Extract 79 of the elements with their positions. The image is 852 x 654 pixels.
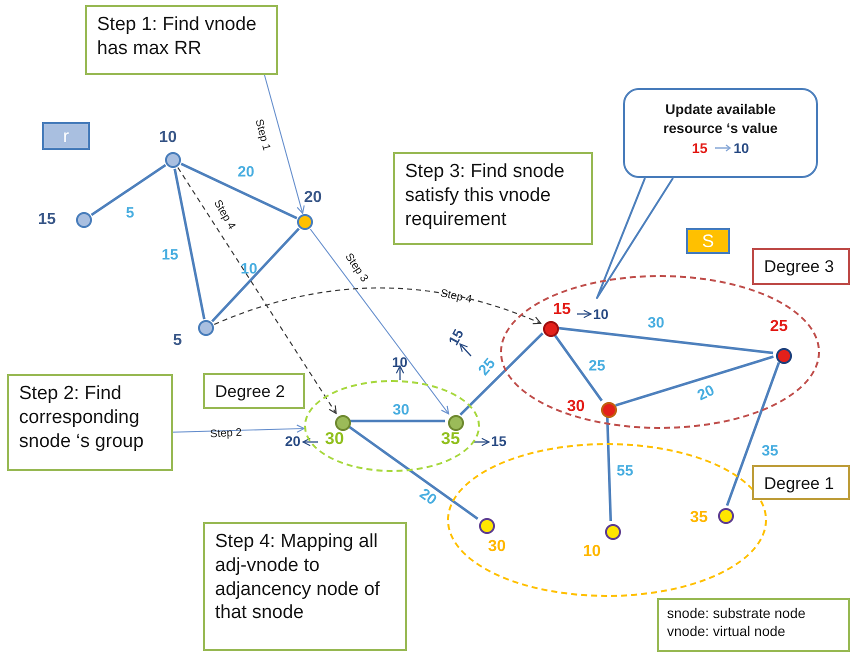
edge-label: 30 bbox=[392, 402, 410, 418]
value-label: 35 bbox=[690, 510, 708, 526]
value-label: 15 bbox=[491, 434, 507, 448]
connector-line bbox=[726, 362, 780, 506]
graph-node bbox=[543, 321, 559, 337]
group-ellipse bbox=[500, 275, 820, 429]
connector-line bbox=[558, 326, 774, 354]
edge-label: 5 bbox=[126, 206, 134, 220]
connector-line bbox=[348, 425, 478, 520]
edge-label: 10 bbox=[240, 262, 258, 276]
speech-bubble bbox=[623, 88, 818, 178]
group-ellipse bbox=[304, 380, 480, 472]
edge-label: 55 bbox=[616, 464, 634, 478]
graph-node bbox=[605, 524, 621, 540]
note-text: vnode: virtual node bbox=[667, 622, 786, 640]
graph-node bbox=[76, 212, 92, 228]
value-label: 30 bbox=[325, 430, 344, 447]
graph-node bbox=[776, 348, 792, 364]
graph-node bbox=[198, 320, 214, 336]
old-value: 15 bbox=[692, 140, 708, 156]
graph-node bbox=[165, 152, 181, 168]
connector-line bbox=[90, 164, 166, 216]
connector-line bbox=[459, 332, 544, 416]
value-label: 5 bbox=[173, 333, 182, 349]
edge-label: 20 bbox=[695, 382, 717, 404]
arrow bbox=[177, 167, 337, 414]
step-label: Step 2 bbox=[210, 428, 242, 440]
degree-box: Degree 1 bbox=[752, 465, 850, 500]
connector-line bbox=[211, 228, 300, 322]
edge-label: 25 bbox=[476, 356, 498, 378]
connector-line bbox=[553, 334, 603, 402]
arrow bbox=[214, 287, 542, 325]
value-label: 25 bbox=[770, 319, 788, 335]
degree-box: Degree 3 bbox=[752, 248, 850, 285]
edge-label: 15 bbox=[162, 248, 178, 262]
graph-tag: S bbox=[686, 228, 730, 254]
connector-line bbox=[606, 416, 612, 522]
value-label: 30 bbox=[488, 539, 506, 555]
value-label: 15 bbox=[553, 302, 571, 318]
edge-label: 35 bbox=[762, 444, 778, 458]
new-value: 10 bbox=[734, 140, 750, 156]
graph-node bbox=[297, 214, 313, 230]
value-label: 15 bbox=[446, 326, 466, 348]
edge-label: 25 bbox=[588, 358, 606, 374]
step-box: Step 2: Find corresponding snode ‘s group bbox=[7, 374, 173, 471]
connector-line bbox=[350, 420, 445, 422]
value-label: 10 bbox=[583, 544, 601, 560]
note-text: snode: substrate node bbox=[667, 605, 807, 622]
value-label: 10 bbox=[159, 130, 177, 146]
degree-box: Degree 2 bbox=[203, 373, 305, 409]
arrow bbox=[172, 424, 305, 433]
callout-text: Update available resource ‘s value bbox=[662, 100, 779, 138]
value-label: 20 bbox=[304, 190, 322, 206]
graph-node bbox=[479, 518, 495, 534]
value-label: 30 bbox=[567, 399, 585, 415]
graph-node bbox=[448, 415, 464, 431]
note-box bbox=[657, 598, 850, 652]
step-box: Step 1: Find vnode has max RR bbox=[85, 5, 278, 75]
arrow bbox=[264, 74, 305, 214]
connector-line bbox=[173, 168, 206, 320]
arrow bbox=[310, 228, 450, 414]
step-label: Step 1 bbox=[252, 118, 272, 152]
graph-tag: r bbox=[42, 122, 90, 150]
value-label: 10 bbox=[593, 307, 609, 321]
value-label: 20 bbox=[285, 434, 301, 448]
edge-label: 20 bbox=[416, 486, 440, 508]
value-label: 10 bbox=[392, 355, 408, 369]
step-label: Step 4 bbox=[439, 288, 473, 306]
edge-label: 20 bbox=[238, 164, 254, 180]
graph-node bbox=[601, 402, 617, 418]
graph-node bbox=[718, 508, 734, 524]
value-label: 15 bbox=[38, 212, 56, 228]
step-box: Step 4: Mapping all adj-vnode to adjancency node of that snode bbox=[203, 522, 407, 651]
step-box: Step 3: Find snode satisfy this vnode requirement bbox=[393, 152, 593, 245]
graph-node bbox=[335, 415, 351, 431]
edge-label: 30 bbox=[648, 316, 664, 330]
connector-line bbox=[180, 162, 298, 220]
connector-line bbox=[615, 355, 774, 407]
value-label: 35 bbox=[441, 430, 460, 447]
